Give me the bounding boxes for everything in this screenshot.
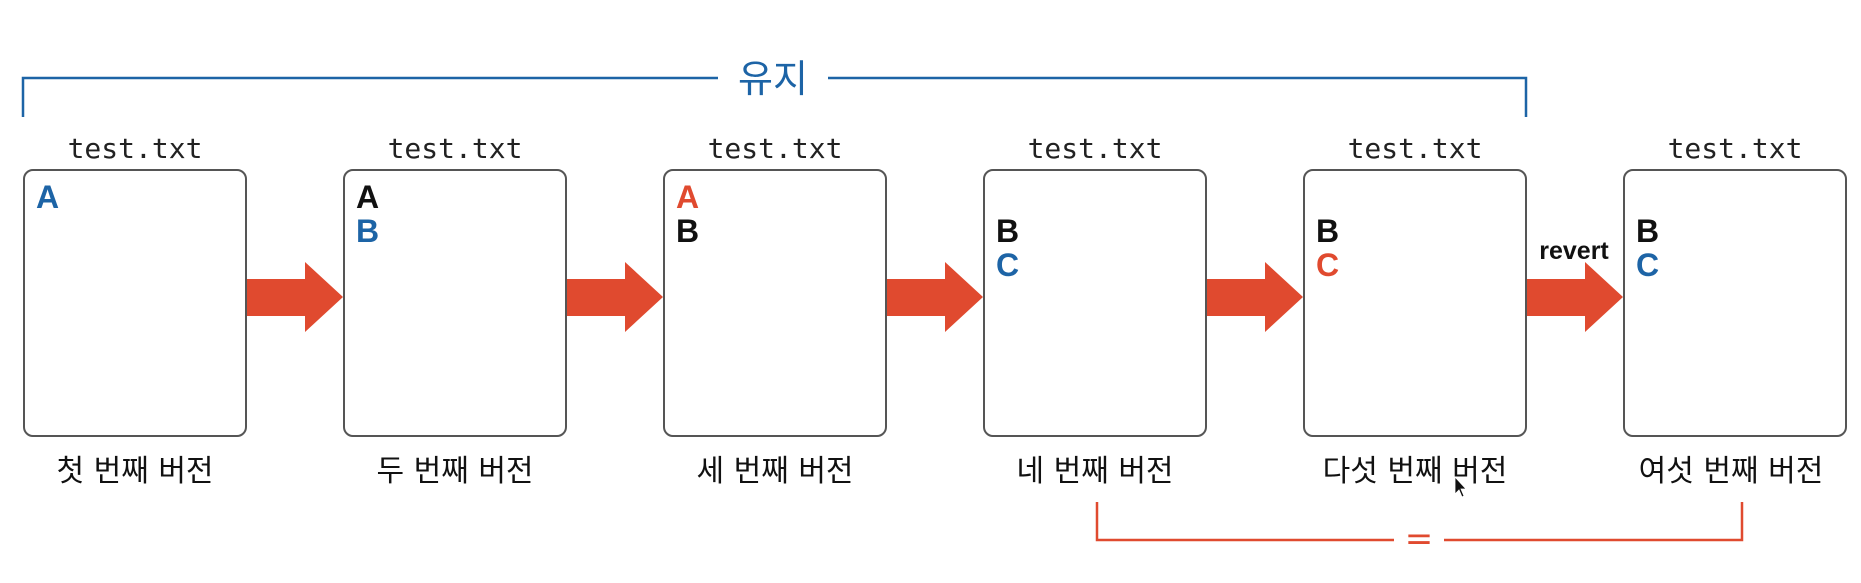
version-2-caption: 두 번째 버전 [376,454,534,489]
version-3-filename: test.txt [707,132,843,165]
version-2-line-2: B [356,213,380,249]
version-2-file-box: A B [343,169,567,437]
version-4-line-3: C [996,247,1020,283]
version-3-line-2: B [676,213,700,249]
version-5-filename: test.txt [1347,132,1483,165]
version-5-file-box: B C [1303,169,1527,437]
mouse-cursor-icon [1454,475,1467,498]
version-1-caption: 첫 번째 버전 [56,454,214,489]
revert-label: revert [1539,237,1609,265]
version-1-file-box: A [23,169,247,437]
version-6-file-box: B C [1623,169,1847,437]
version-5-line-2: B [1316,213,1340,249]
arrow-3-to-4 [887,262,983,332]
version-4-filename: test.txt [1027,132,1163,165]
version-5-caption: 다섯 번째 버전 [1322,454,1508,489]
version-4-file-box: B C [983,169,1207,437]
version-6-caption: 여섯 번째 버전 [1638,454,1824,489]
version-4-line-2: B [996,213,1020,249]
version-2-filename: test.txt [387,132,523,165]
arrow-5-to-6-revert [1527,262,1623,332]
version-3-caption: 세 번째 버전 [696,454,854,489]
version-1-line-1: A [36,179,60,215]
equal-bracket-label: = [1394,519,1444,559]
version-6-line-3: C [1636,247,1660,283]
arrow-4-to-5 [1207,262,1303,332]
arrow-1-to-2 [247,262,343,332]
version-5-line-3: C [1316,247,1340,283]
version-1-filename: test.txt [67,132,203,165]
version-3-file-box: A B [663,169,887,437]
version-6-line-2: B [1636,213,1660,249]
version-4-caption: 네 번째 버전 [1016,454,1174,489]
version-6-filename: test.txt [1667,132,1803,165]
version-3-line-1: A [676,179,700,215]
version-2-line-1: A [356,179,380,215]
keep-bracket-label: 유지 [718,48,828,103]
arrow-2-to-3 [567,262,663,332]
